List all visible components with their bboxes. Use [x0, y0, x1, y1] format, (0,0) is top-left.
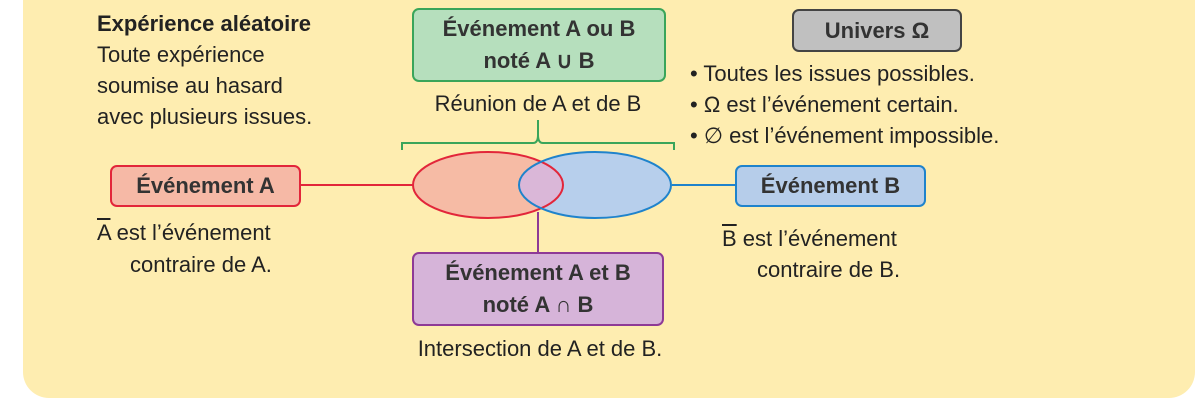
event-b-label: Événement B	[760, 173, 901, 198]
union-title: Événement A ou B	[442, 16, 636, 41]
universe-bullet: • ∅ est l’événement impossible.	[690, 123, 1000, 148]
b-bar-symbol: B	[722, 226, 737, 251]
event-a-box: Événement A	[110, 165, 301, 207]
complement-b-line2: contraire de B.	[757, 257, 901, 282]
complement-a-text: est l’événement	[110, 220, 271, 245]
intersection-caption: Intersection de A et de B.	[417, 336, 663, 361]
complement-b-line1: B est l’événement	[722, 224, 897, 254]
complement-a-line1: A est l’événement	[97, 218, 271, 248]
union-caption: Réunion de A et de B	[434, 91, 642, 116]
experience-line: soumise au hasard	[97, 73, 283, 98]
union-notation: noté A ∪ B	[483, 48, 595, 73]
universe-box: Univers Ω	[792, 9, 962, 52]
experience-line: avec plusieurs issues.	[97, 104, 313, 129]
union-box: Événement A ou B noté A ∪ B	[412, 8, 666, 82]
union-brace	[401, 120, 675, 150]
universe-bullet: • Ω est l’événement certain.	[690, 92, 959, 117]
universe-label: Univers Ω	[824, 17, 930, 43]
complement-a-line2: contraire de A.	[130, 252, 272, 277]
set-a-fill	[413, 152, 563, 218]
universe-bullet: • Toutes les issues possibles.	[690, 61, 975, 86]
a-bar-symbol: A	[97, 220, 111, 245]
intersection-title: Événement A et B	[445, 260, 631, 285]
set-b-outline	[518, 151, 672, 219]
complement-b-text: est l’événement	[736, 226, 897, 251]
experience-title: Expérience aléatoire	[97, 11, 312, 36]
set-a-outline	[412, 151, 564, 219]
experience-line: Toute expérience	[97, 42, 265, 67]
set-b-fill	[519, 152, 671, 218]
event-a-label: Événement A	[136, 173, 275, 198]
event-b-box: Événement B	[735, 165, 926, 207]
intersection-notation: noté A ∩ B	[482, 292, 594, 317]
intersection-box: Événement A et B noté A ∩ B	[412, 252, 664, 326]
